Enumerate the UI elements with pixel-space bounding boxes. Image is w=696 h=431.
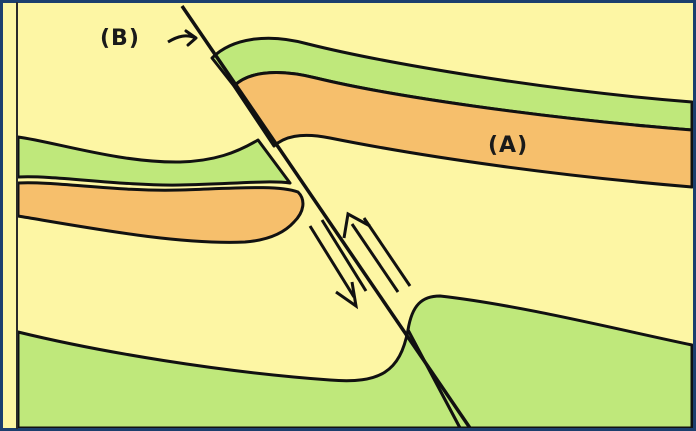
left-lower-green-layer [16,328,462,430]
slip-arrow-up-icon [342,211,412,293]
left-green-band [16,135,292,187]
pointer-arrow-icon [167,29,198,47]
label-b: (B) [100,26,140,51]
right-lower-green-layer [406,294,694,430]
label-a: (A) [488,133,529,158]
slip-arrow-down-icon [308,219,368,310]
fault-line-b [180,5,472,429]
right-orange-band-a [232,71,694,189]
left-orange-band [16,181,305,244]
